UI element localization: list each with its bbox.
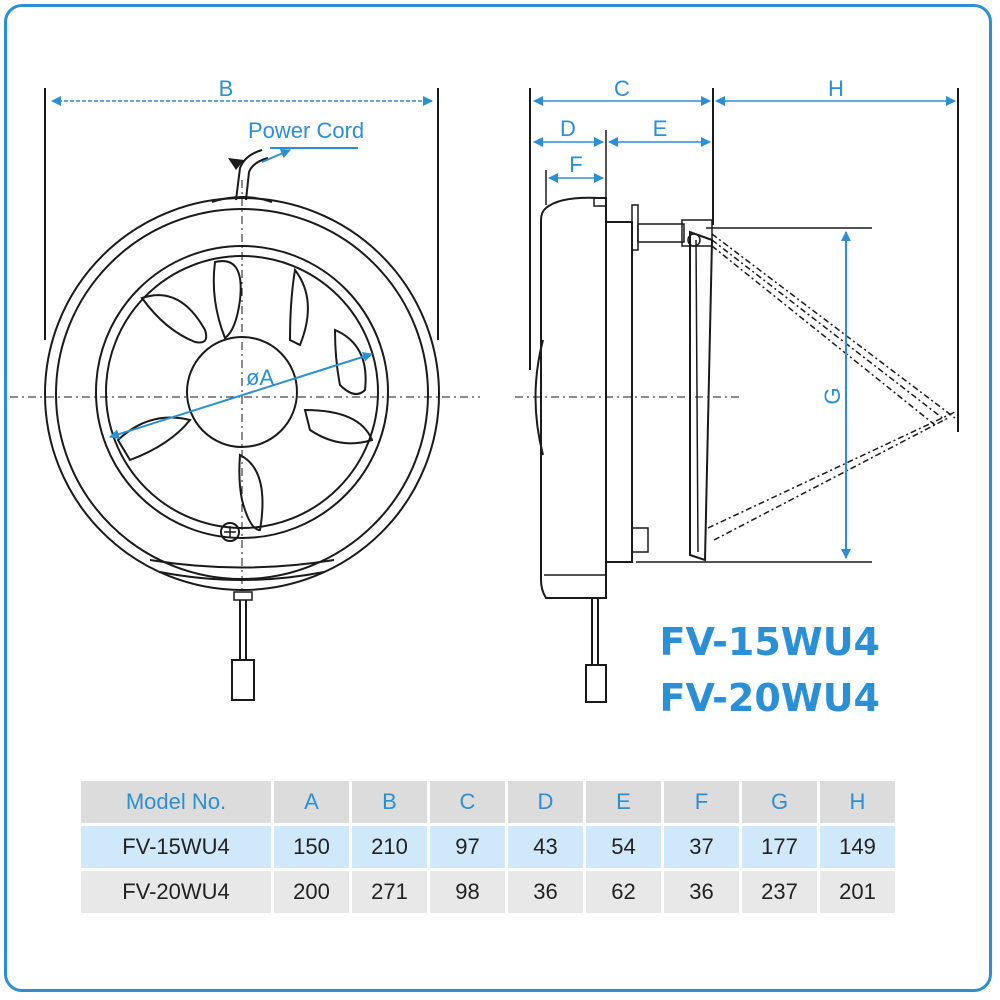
dim-a-label: øA <box>246 365 274 390</box>
dimension-g: G <box>820 231 851 559</box>
dimension-c: C <box>533 76 711 106</box>
value-cell: 36 <box>664 871 739 913</box>
dim-h-label: H <box>828 76 844 101</box>
value-cell: 271 <box>352 871 427 913</box>
value-cell: 149 <box>820 826 895 868</box>
dim-e-label: E <box>653 116 668 141</box>
dimension-b: B <box>51 76 433 106</box>
header-cell: F <box>664 781 739 823</box>
header-cell: E <box>586 781 661 823</box>
value-cell: 62 <box>586 871 661 913</box>
power-cord-callout: Power Cord <box>248 118 364 163</box>
power-cord-label: Power Cord <box>248 118 364 143</box>
value-cell: 37 <box>664 826 739 868</box>
dimension-d: D <box>533 116 604 147</box>
model-title-2: FV-20WU4 <box>659 676 880 720</box>
value-cell: 177 <box>742 826 817 868</box>
dimension-a: øA <box>109 351 373 440</box>
dimension-h: H <box>715 76 956 106</box>
value-cell: 200 <box>274 871 349 913</box>
value-cell: 150 <box>274 826 349 868</box>
dim-g-label: G <box>820 387 845 404</box>
model-cell: FV-20WU4 <box>81 871 271 913</box>
header-cell: H <box>820 781 895 823</box>
header-cell: C <box>430 781 505 823</box>
dimension-f: F <box>548 152 604 183</box>
value-cell: 54 <box>586 826 661 868</box>
page-frame <box>4 4 992 992</box>
value-cell: 43 <box>508 826 583 868</box>
table-row: FV-20WU4 200 271 98 36 62 36 237 201 <box>81 871 895 913</box>
value-cell: 97 <box>430 826 505 868</box>
model-cell: FV-15WU4 <box>81 826 271 868</box>
value-cell: 36 <box>508 871 583 913</box>
model-title-1: FV-15WU4 <box>659 620 880 664</box>
header-cell: B <box>352 781 427 823</box>
value-cell: 201 <box>820 871 895 913</box>
dim-c-label: C <box>614 76 630 101</box>
header-cell: Model No. <box>81 781 271 823</box>
header-cell: G <box>742 781 817 823</box>
value-cell: 237 <box>742 871 817 913</box>
spec-table: Model No. A B C D E F G H FV-15WU4 150 2… <box>78 778 898 916</box>
dim-b-label: B <box>219 76 234 101</box>
table-row: FV-15WU4 150 210 97 43 54 37 177 149 <box>81 826 895 868</box>
value-cell: 210 <box>352 826 427 868</box>
value-cell: 98 <box>430 871 505 913</box>
side-view <box>515 88 959 703</box>
dim-d-label: D <box>560 116 576 141</box>
table-header-row: Model No. A B C D E F G H <box>81 781 895 823</box>
dim-f-label: F <box>569 152 582 177</box>
header-cell: D <box>508 781 583 823</box>
header-cell: A <box>274 781 349 823</box>
dimension-e: E <box>608 116 711 147</box>
